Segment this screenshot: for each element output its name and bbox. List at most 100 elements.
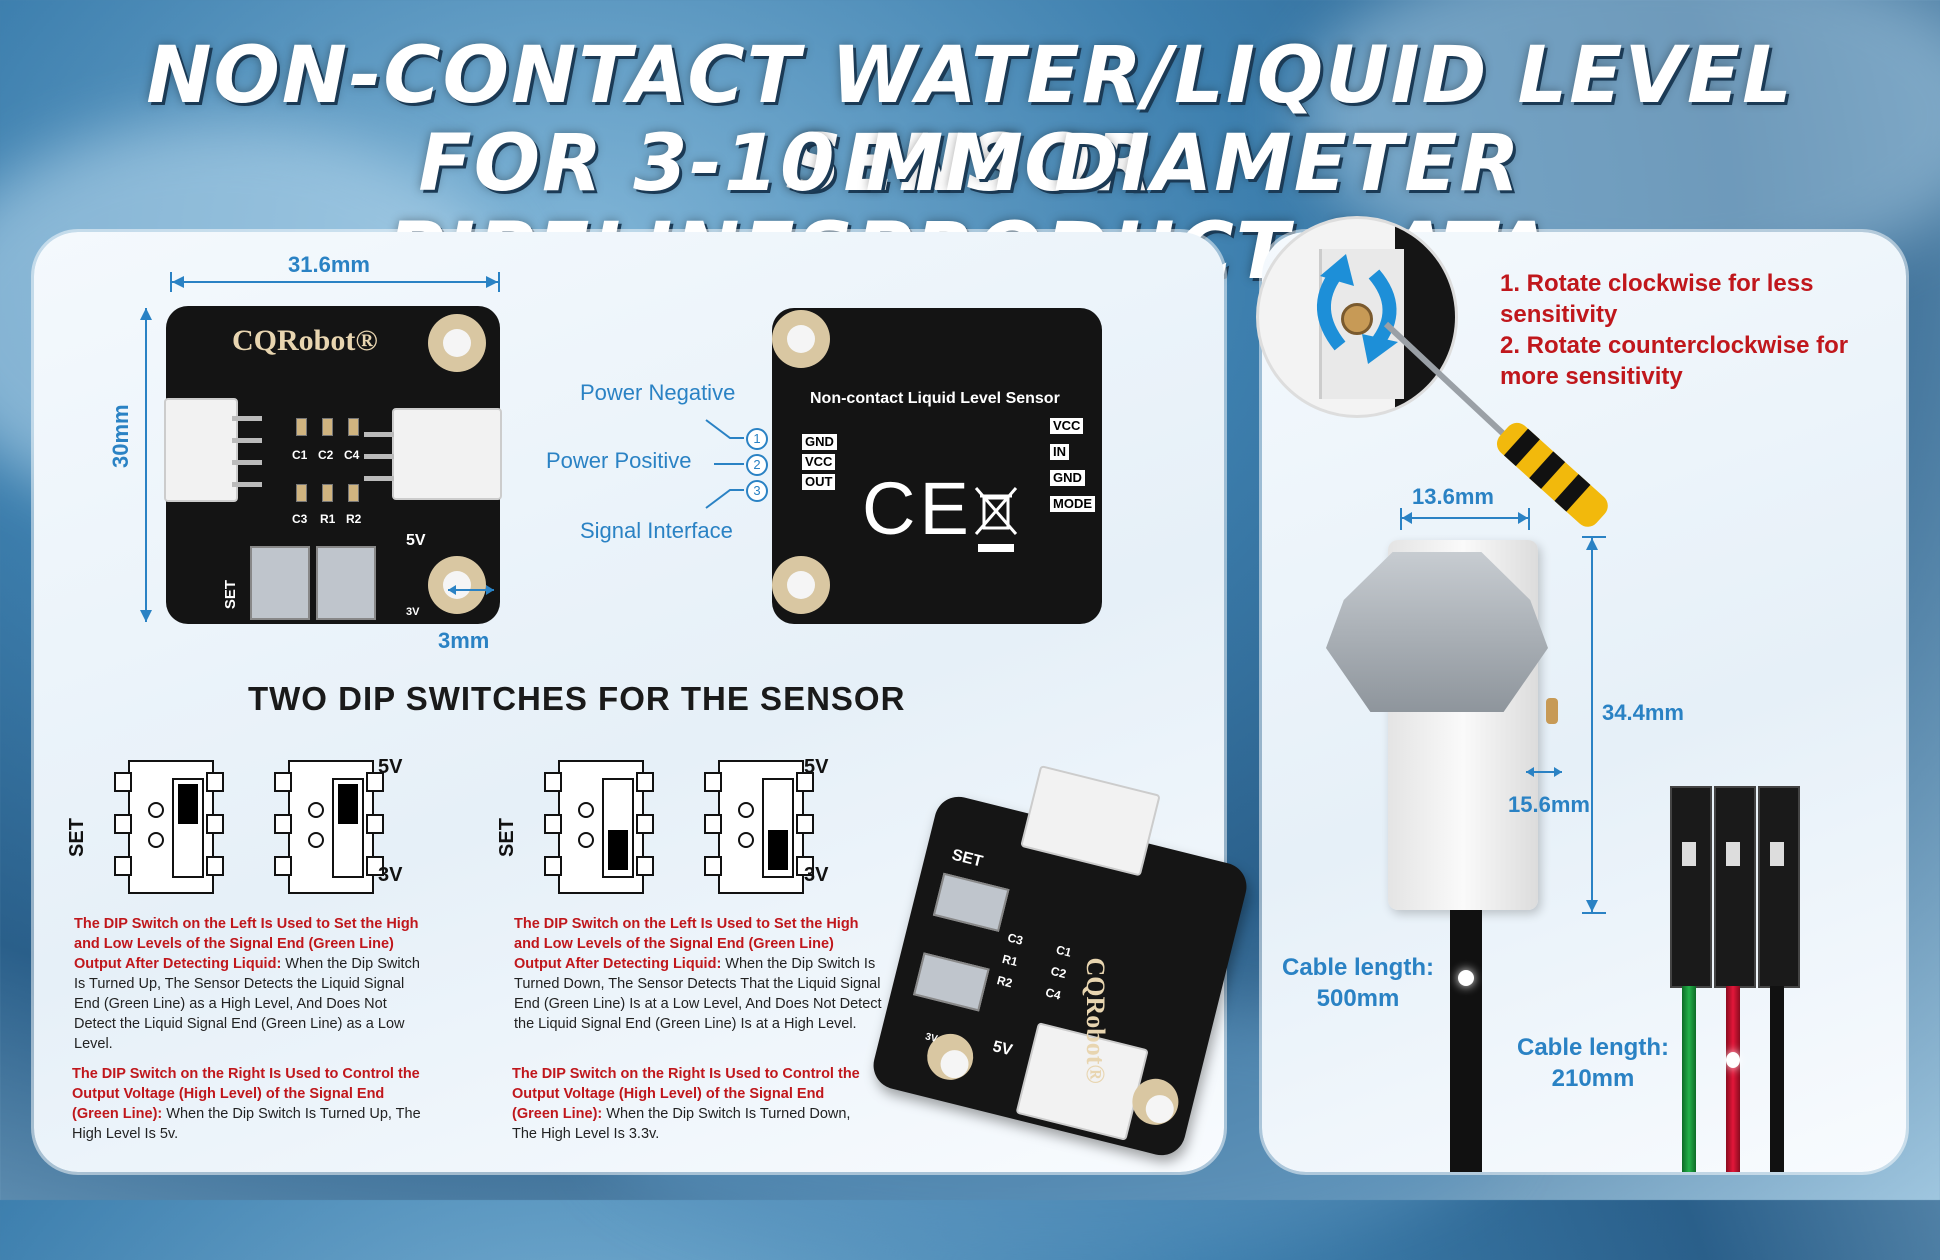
mount-hole xyxy=(428,314,486,372)
dip-5v-label: 5V xyxy=(804,756,829,778)
dip-pad xyxy=(796,856,814,876)
dupont-contact xyxy=(1682,842,1696,866)
sensitivity-line-2b: more sensitivity xyxy=(1500,363,1683,390)
dip-section-heading: TWO DIP SWITCHES FOR THE SENSOR xyxy=(248,680,906,717)
dip-pad xyxy=(636,814,654,834)
pin-leader-lines xyxy=(705,419,744,509)
pin xyxy=(364,432,394,437)
dip-tab xyxy=(768,830,788,870)
back-board-title: Non-contact Liquid Level Sensor xyxy=(810,390,1060,407)
silk-label: C3 xyxy=(292,512,308,526)
pin xyxy=(232,460,262,465)
pin xyxy=(232,416,262,421)
dip-pad xyxy=(206,856,224,876)
dip-pad xyxy=(704,814,722,834)
right-description-2: The DIP Switch on the Right Is Used to C… xyxy=(512,1064,862,1144)
gnd-right-label: GND xyxy=(1050,470,1085,486)
clip-width-label: 13.6mm xyxy=(1412,484,1494,509)
dip-hole xyxy=(148,802,164,818)
cable-1-label: Cable length: 500mm xyxy=(1268,952,1448,1014)
pin xyxy=(364,476,394,481)
angled-3v-label: 3V xyxy=(923,1031,939,1046)
pin xyxy=(364,454,394,459)
clip-depth-label: 15.6mm xyxy=(1508,792,1590,817)
dip-diagram-right-2 xyxy=(704,752,814,902)
pin-1-badge: 1 xyxy=(746,428,768,450)
dip-pad xyxy=(206,772,224,792)
dip-pad xyxy=(796,772,814,792)
rotate-arrows-icon xyxy=(1317,254,1398,364)
signal-interface-label: Signal Interface xyxy=(580,518,733,543)
left-description-2-title: The DIP Switch on the Right Is Used to C… xyxy=(72,1066,420,1122)
clip-depth-arrow xyxy=(1526,767,1562,777)
cable-2-title: Cable length: xyxy=(1516,1034,1669,1061)
left-description-1-title: The DIP Switch on the Left Is Used to Se… xyxy=(74,916,419,972)
angled-dip-switch-1[interactable] xyxy=(932,872,1010,932)
dip-pad xyxy=(274,856,292,876)
right-description-1-body: When the Dip Switch Is Turned Down, The … xyxy=(514,956,882,1032)
sensitivity-text: 1. Rotate clockwise for less sensitivity… xyxy=(1500,268,1900,392)
pin xyxy=(232,438,262,443)
right-description-2-title: The DIP Switch on the Right Is Used to C… xyxy=(512,1066,860,1122)
pin-2-badge: 2 xyxy=(746,454,768,476)
dip-tab xyxy=(338,784,358,824)
screwdriver-icon xyxy=(1383,321,1608,527)
in-right-label: IN xyxy=(1050,444,1069,460)
silk-label: C2 xyxy=(318,448,334,462)
dip-switch-voltage[interactable] xyxy=(316,546,376,620)
dip-pad xyxy=(704,856,722,876)
silk-label: R1 xyxy=(1000,951,1020,970)
pin-3-badge: 3 xyxy=(746,480,768,502)
dip-pad xyxy=(796,814,814,834)
adjustment-zoom-circle xyxy=(1256,216,1458,418)
angled-board-brand: CQRobot® xyxy=(1080,957,1110,1084)
five-volt-label: 5V xyxy=(406,532,426,549)
silk-label: C3 xyxy=(1006,930,1025,948)
smd-component xyxy=(322,484,333,502)
angled-dip-switch-2[interactable] xyxy=(913,952,990,1012)
dip-pad xyxy=(544,814,562,834)
back-sensor-board: Non-contact Liquid Level Sensor GND VCC … xyxy=(772,308,1102,624)
dip-pad xyxy=(114,772,132,792)
potentiometer-screw xyxy=(1341,303,1373,335)
dip-hole xyxy=(308,832,324,848)
dupont-connector-black xyxy=(1714,786,1756,988)
dip-pad xyxy=(704,772,722,792)
left-description-1: The DIP Switch on the Left Is Used to Se… xyxy=(74,914,424,1054)
gnd-pin-label: GND xyxy=(802,434,837,450)
right-jst-connector xyxy=(392,408,502,500)
power-negative-label: Power Negative xyxy=(580,380,736,405)
dip-pad xyxy=(636,772,654,792)
power-positive-label: Power Positive xyxy=(546,448,692,473)
vcc-pin-label: VCC xyxy=(802,454,836,470)
clip-height-arrow xyxy=(1582,536,1606,914)
silk-label: C4 xyxy=(344,448,360,462)
dip-hole xyxy=(308,802,324,818)
silk-label: R2 xyxy=(995,973,1014,991)
silk-label: R1 xyxy=(320,512,336,526)
dip-pad xyxy=(366,772,384,792)
green-wire xyxy=(1682,986,1696,1172)
dupont-connector-black xyxy=(1670,786,1712,988)
dip-diagram-left-1 xyxy=(114,752,224,902)
smd-component xyxy=(296,484,307,502)
left-description-2: The DIP Switch on the Right Is Used to C… xyxy=(72,1064,424,1144)
hole-dimension-arrow xyxy=(448,585,494,595)
width-dimension-label: 31.6mm xyxy=(288,252,370,277)
dip-pad xyxy=(636,856,654,876)
cable-highlight xyxy=(1458,970,1474,986)
mount-hole xyxy=(428,556,486,614)
silk-label: C2 xyxy=(1049,963,1068,982)
dip-slot xyxy=(332,778,364,878)
cable-1-title: Cable length: xyxy=(1281,954,1434,981)
dip-switch-set[interactable] xyxy=(250,546,310,620)
dupont-contact xyxy=(1726,842,1740,866)
sensor-cable xyxy=(1450,910,1482,1172)
front-board-brand: CQRobot® xyxy=(232,324,378,357)
dip-slot xyxy=(172,778,204,878)
dip-pad xyxy=(274,772,292,792)
angled-5v-label: 5V xyxy=(990,1038,1015,1060)
dip-hole xyxy=(738,832,754,848)
vcc-right-label: VCC xyxy=(1050,418,1084,434)
dip-set-label: SET xyxy=(65,818,88,857)
